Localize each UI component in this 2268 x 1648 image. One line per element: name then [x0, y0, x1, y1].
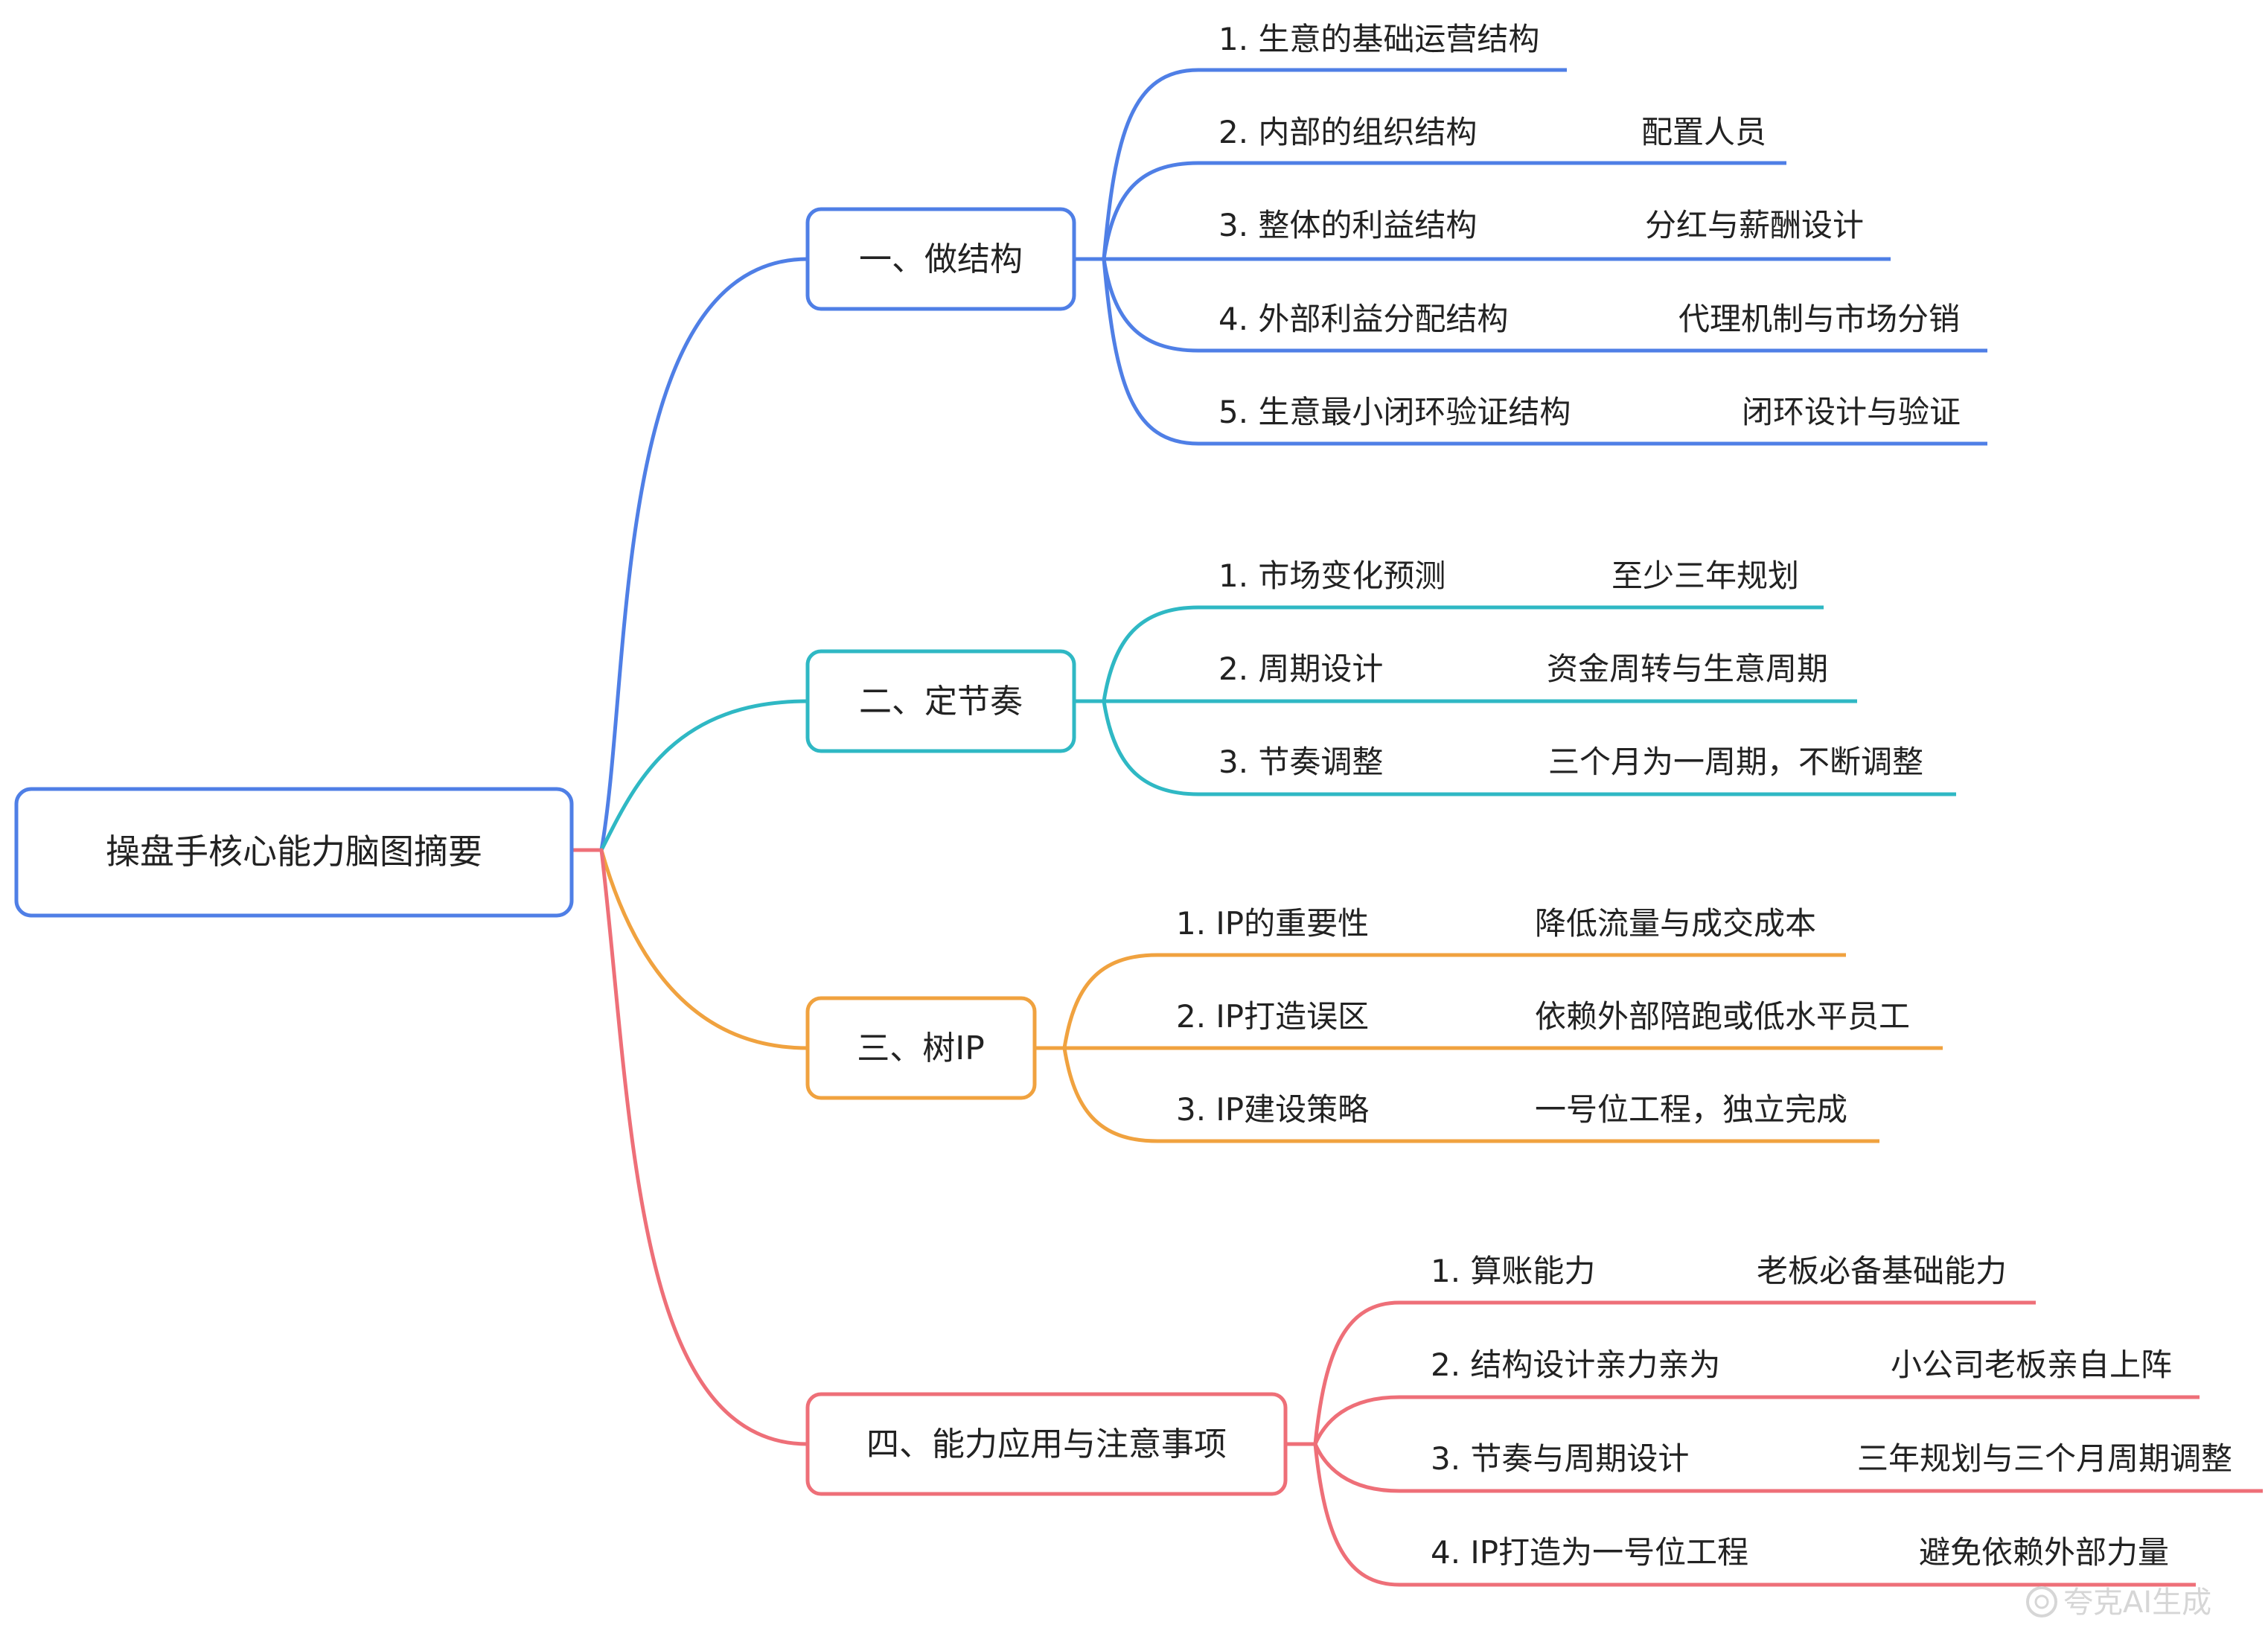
- leaf-note: 资金周转与生意周期: [1547, 651, 1828, 687]
- root-connectors: [569, 257, 810, 1446]
- leaf-label[interactable]: 2. 结构设计亲力亲为: [1431, 1347, 1720, 1383]
- leaf-label[interactable]: 3. 节奏调整: [1218, 744, 1383, 780]
- leaf-label[interactable]: 1. 算账能力: [1431, 1253, 1595, 1289]
- leaf-label[interactable]: 5. 生意最小闭环验证结构: [1218, 394, 1571, 430]
- root-to-branch-4-curve: [599, 848, 810, 1446]
- leaf-note: 依赖外部陪跑或低水平员工: [1535, 998, 1910, 1035]
- branch-2-items: 1. 市场变化预测 至少三年规划 2. 周期设计 资金周转与生意周期 3. 节奏…: [1218, 558, 1923, 780]
- leaf-label[interactable]: 1. 市场变化预测: [1218, 558, 1446, 594]
- leaf-note: 分红与薪酬设计: [1645, 207, 1864, 243]
- leaf-note: 老板必备基础能力: [1757, 1253, 2007, 1289]
- root-label: 操盘手核心能力脑图摘要: [106, 831, 482, 872]
- watermark: 夸克AI生成: [2026, 1585, 2211, 1620]
- branch-1-label: 一、做结构: [859, 240, 1023, 278]
- leaf-note: 三年规划与三个月周期调整: [1857, 1440, 2232, 1477]
- leaf-note: 一号位工程，独立完成: [1535, 1091, 1847, 1128]
- branch-4-items: 1. 算账能力 老板必备基础能力 2. 结构设计亲力亲为 小公司老板亲自上阵 3…: [1431, 1253, 2232, 1571]
- root-to-branch-2-curve: [599, 699, 810, 852]
- branch-3-items: 1. IP的重要性 降低流量与成交成本 2. IP打造误区 依赖外部陪跑或低水平…: [1176, 905, 1910, 1128]
- branch-2-label: 二、定节奏: [859, 683, 1023, 721]
- branch-4-label: 四、能力应用与注意事项: [866, 1425, 1227, 1463]
- leaf-label[interactable]: 2. 周期设计: [1218, 651, 1383, 687]
- root-node[interactable]: 操盘手核心能力脑图摘要: [14, 787, 574, 918]
- leaf-label[interactable]: 4. 外部利益分配结构: [1218, 301, 1508, 337]
- branch-3-links: [1035, 953, 1943, 1143]
- leaf-note: 闭环设计与验证: [1742, 394, 1961, 430]
- branch-node-3[interactable]: 三、树IP: [805, 996, 1037, 1100]
- leaf-label[interactable]: 2. IP打造误区: [1176, 998, 1369, 1035]
- watermark-text: 夸克AI生成: [2063, 1585, 2211, 1620]
- leaf-label[interactable]: 1. 生意的基础运营结构: [1218, 21, 1539, 57]
- leaf-label[interactable]: 1. IP的重要性: [1176, 905, 1369, 942]
- leaf-note: 至少三年规划: [1611, 558, 1799, 594]
- leaf-note: 小公司老板亲自上阵: [1891, 1347, 2172, 1383]
- branch-1-items: 1. 生意的基础运营结构 2. 内部的组织结构 配置人员 3. 整体的利益结构 …: [1218, 21, 1961, 430]
- leaf-note: 降低流量与成交成本: [1535, 905, 1816, 942]
- leaf-label[interactable]: 3. 整体的利益结构: [1218, 207, 1477, 243]
- branch-node-1[interactable]: 一、做结构: [805, 207, 1076, 311]
- leaf-note: 代理机制与市场分销: [1678, 301, 1960, 337]
- copyright-icon: [2026, 1586, 2057, 1617]
- leaf-label[interactable]: 3. 节奏与周期设计: [1431, 1440, 1689, 1477]
- root-to-branch-3-curve: [599, 848, 810, 1050]
- leaf-label[interactable]: 3. IP建设策略: [1176, 1091, 1369, 1128]
- branch-2-links: [1074, 605, 1956, 796]
- branch-node-4[interactable]: 四、能力应用与注意事项: [805, 1392, 1288, 1496]
- leaf-note: 避免依赖外部力量: [1919, 1534, 2169, 1571]
- branch-node-2[interactable]: 二、定节奏: [805, 649, 1076, 753]
- branch-4-links: [1285, 1300, 2263, 1587]
- root-to-branch-1-curve: [599, 257, 810, 852]
- branch-3-label: 三、树IP: [857, 1029, 985, 1067]
- leaf-label[interactable]: 2. 内部的组织结构: [1218, 114, 1477, 150]
- leaf-note: 配置人员: [1641, 114, 1766, 150]
- leaf-note: 三个月为一周期，不断调整: [1548, 744, 1923, 780]
- leaf-label[interactable]: 4. IP打造为一号位工程: [1431, 1534, 1748, 1571]
- branch-1-links: [1074, 68, 1987, 446]
